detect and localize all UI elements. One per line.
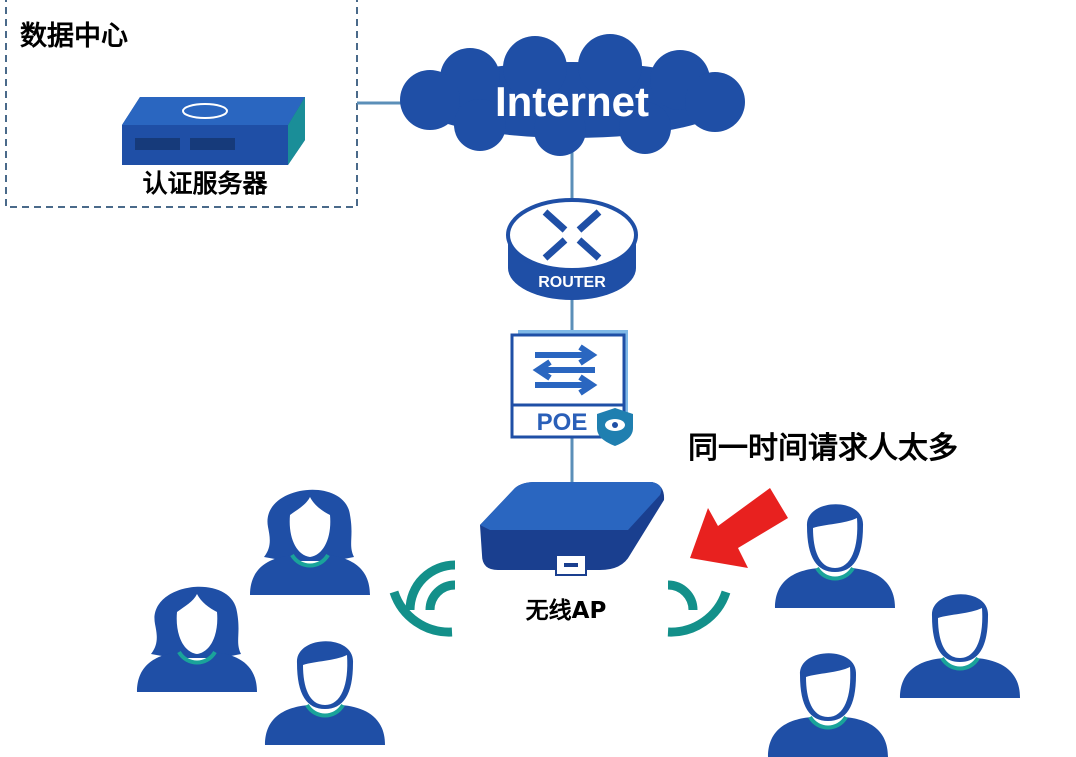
user-male-4 [766, 651, 890, 757]
user-female-2 [135, 584, 259, 694]
auth-server-icon [122, 97, 305, 165]
user-male-2 [773, 502, 897, 610]
wireless-ap-label: 无线AP [526, 597, 607, 624]
wireless-ap-icon [480, 482, 665, 576]
poe-switch-icon [510, 330, 633, 446]
internet-cloud-icon [400, 34, 745, 156]
red-arrow-icon [690, 488, 788, 568]
router-label: ROUTER [538, 274, 606, 291]
user-male-1 [263, 639, 387, 747]
poe-switch-label: POE [537, 409, 588, 436]
user-female-1 [248, 487, 372, 597]
datacenter-boundary [5, 0, 358, 208]
user-male-3 [898, 592, 1022, 700]
wifi-signal-right-icon [667, 580, 731, 637]
router-icon [506, 198, 638, 300]
auth-server-label: 认证服务器 [142, 169, 268, 198]
internet-label: Internet [495, 78, 649, 125]
wifi-signal-left-icon [389, 560, 456, 637]
overload-callout-text: 同一时间请求人太多 [688, 431, 958, 466]
datacenter-title: 数据中心 [20, 21, 128, 52]
